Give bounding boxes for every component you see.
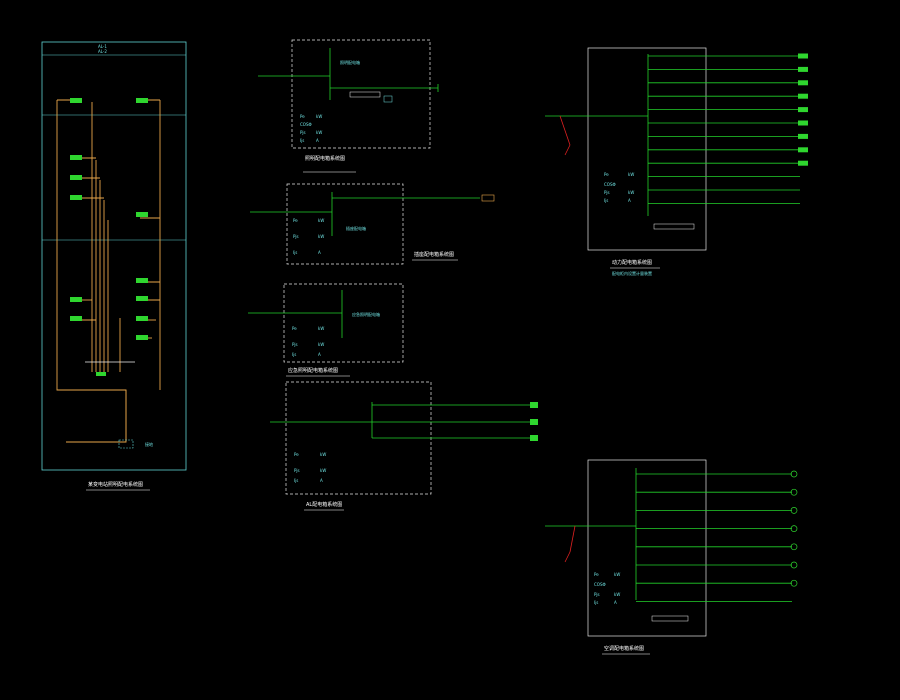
svg-text:kW: kW (628, 172, 634, 177)
feeder-load-box (798, 160, 808, 166)
svg-text:A: A (318, 250, 321, 255)
diagram-d-caption: AL配电箱系统图 (306, 501, 342, 508)
svg-text:AL-2: AL-2 (98, 49, 107, 54)
diagram-b-caption: 插座配电箱系统图 (414, 251, 454, 258)
feeder-load-box (798, 80, 808, 86)
riser-title: 某变电站照明配电系统图 (88, 481, 143, 488)
svg-text:COSΦ: COSΦ (300, 122, 312, 127)
svg-text:AL-1: AL-1 (98, 44, 107, 49)
svg-text:Pe: Pe (594, 572, 599, 577)
diagram-e-caption: 动力配电箱系统图 (612, 259, 652, 266)
svg-text:应急照明配电箱: 应急照明配电箱 (352, 311, 380, 317)
motor-load-symbol (790, 543, 798, 551)
motor-load-symbol (790, 525, 798, 532)
svg-text:Ijs: Ijs (293, 250, 297, 255)
riser-diagram: AL-1 AL-2 (41, 41, 187, 491)
svg-text:Pe: Pe (292, 326, 297, 331)
svg-text:kW: kW (318, 342, 324, 347)
panel-diagram-c: 应急照明配电箱 Pe kW Pjs kW Ijs A 应急照明配电箱系统图 (248, 283, 404, 377)
svg-text:COSΦ: COSΦ (594, 582, 606, 587)
svg-text:接地: 接地 (145, 441, 153, 447)
svg-text:Pjs: Pjs (294, 468, 300, 473)
svg-text:A: A (628, 198, 631, 203)
panel-diagram-a: 照明配电箱 Pe kW COSΦ Pjs kW Ijs A 照明配电箱系统图 (258, 39, 439, 173)
motor-load-symbol (790, 579, 798, 587)
diagram-a-caption: 照明配电箱系统图 (305, 155, 345, 162)
svg-text:Ijs: Ijs (294, 478, 298, 483)
svg-text:kW: kW (318, 326, 324, 331)
motor-load-symbol (790, 470, 798, 478)
panel-diagram-e: Pe kW COSΦ Pjs kW Ijs A 动力配电箱系统图 配电柜内设置计量装置 (545, 47, 808, 276)
svg-text:kW: kW (316, 114, 322, 119)
svg-text:kW: kW (318, 218, 324, 223)
svg-text:kW: kW (614, 572, 620, 577)
svg-text:插座配电箱: 插座配电箱 (346, 225, 366, 231)
svg-text:Pjs: Pjs (604, 190, 610, 195)
svg-text:Ijs: Ijs (300, 138, 304, 143)
svg-text:照明配电箱: 照明配电箱 (340, 59, 360, 65)
motor-load-symbol (790, 561, 798, 569)
svg-text:kW: kW (628, 190, 634, 195)
svg-text:Pe: Pe (294, 452, 299, 457)
feeder-load-box (798, 147, 808, 153)
svg-text:Ijs: Ijs (604, 198, 608, 203)
feeder-load-box (798, 107, 808, 113)
panel-diagram-b: 插座配电箱 Pe kW Pjs kW Ijs A 插座配电箱系统图 (250, 183, 495, 265)
svg-text:Pe: Pe (293, 218, 298, 223)
feeder-load-box (798, 133, 808, 139)
feeder-load-box (798, 53, 808, 59)
diagram-e-subcaption: 配电柜内设置计量装置 (612, 270, 652, 276)
svg-text:Pjs: Pjs (292, 342, 298, 347)
svg-text:kW: kW (316, 130, 322, 135)
svg-text:Ijs: Ijs (594, 600, 598, 605)
svg-text:kW: kW (614, 592, 620, 597)
motor-load-symbol (790, 507, 798, 514)
svg-text:Pjs: Pjs (293, 234, 299, 239)
riser-frame (41, 41, 187, 471)
svg-text:Ijs: Ijs (292, 352, 296, 357)
svg-text:kW: kW (320, 468, 326, 473)
panel-diagram-f: Pe kW COSΦ Pjs kW Ijs A 空调配电箱系统图 (545, 459, 798, 655)
diagram-c-caption: 应急照明配电箱系统图 (288, 367, 338, 374)
feeder-load-box (798, 120, 808, 126)
svg-text:kW: kW (318, 234, 324, 239)
svg-text:A: A (318, 352, 321, 357)
svg-text:A: A (320, 478, 323, 483)
svg-text:COSΦ: COSΦ (604, 182, 616, 187)
svg-text:A: A (614, 600, 617, 605)
svg-text:kW: kW (320, 452, 326, 457)
panel-diagram-d: Pe kW Pjs kW Ijs A AL配电箱系统图 (270, 381, 538, 511)
svg-text:Pjs: Pjs (594, 592, 600, 597)
feeder-load-box (798, 93, 808, 99)
svg-text:Pjs: Pjs (300, 130, 306, 135)
feeder-load-box (798, 66, 808, 72)
svg-text:A: A (316, 138, 319, 143)
diagram-f-caption: 空调配电箱系统图 (604, 645, 644, 652)
svg-text:Pe: Pe (300, 114, 305, 119)
svg-text:Pe: Pe (604, 172, 609, 177)
motor-load-symbol (790, 488, 798, 496)
